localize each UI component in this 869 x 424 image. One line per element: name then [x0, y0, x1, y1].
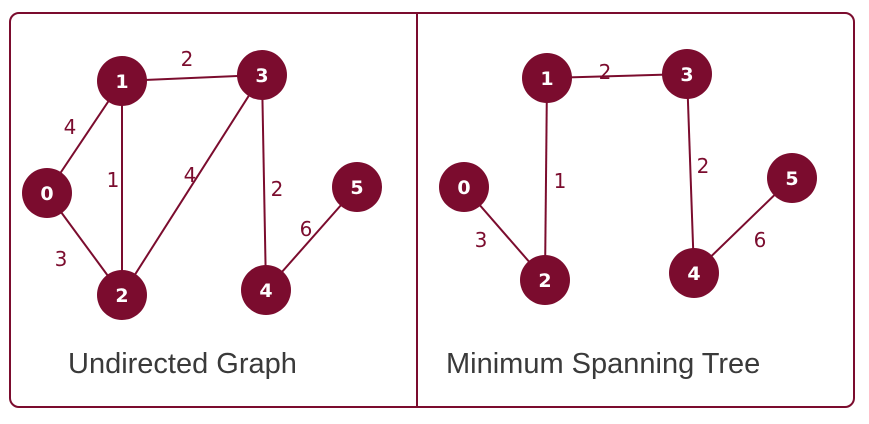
mst-node-label-2: 2 [538, 270, 551, 292]
mst-node-4 [669, 248, 719, 298]
panel-divider [416, 12, 418, 408]
mst-node-3 [662, 49, 712, 99]
undirected-edge-weight-1-2: 1 [107, 168, 120, 192]
undirected-edge-weight-2-3: 4 [184, 163, 197, 187]
undirected-edge-weight-0-1: 4 [64, 115, 77, 139]
mst-node-label-5: 5 [785, 168, 798, 190]
undirected-node-5 [332, 162, 382, 212]
undirected-edge-weight-4-5: 6 [300, 217, 313, 241]
undirected-edge-weight-0-2: 3 [55, 247, 68, 271]
undirected-node-1 [97, 56, 147, 106]
mst-edge-weight-4-5: 6 [754, 228, 767, 252]
undirected-node-label-0: 0 [40, 183, 53, 205]
mst-node-5 [767, 153, 817, 203]
mst-graph: 2 1 3 2 6 0 1 2 3 4 5 [439, 49, 817, 305]
undirected-node-label-4: 4 [259, 280, 272, 302]
undirected-node-label-5: 5 [350, 177, 363, 199]
undirected-node-label-2: 2 [115, 285, 128, 307]
undirected-node-label-3: 3 [255, 65, 268, 87]
mst-caption: Minimum Spanning Tree [446, 348, 761, 380]
undirected-edge-3-4 [261, 74, 267, 291]
mst-node-0 [439, 162, 489, 212]
undirected-node-label-1: 1 [115, 71, 128, 93]
mst-node-label-3: 3 [680, 64, 693, 86]
mst-edge-weight-1-3: 2 [599, 60, 612, 84]
mst-node-1 [522, 53, 572, 103]
mst-node-label-4: 4 [687, 263, 700, 285]
figure-frame [9, 12, 855, 408]
mst-edge-weight-3-4: 2 [697, 154, 710, 178]
mst-node-label-0: 0 [457, 177, 470, 199]
undirected-node-0 [22, 168, 72, 218]
mst-edge-3-4 [686, 73, 695, 274]
undirected-node-2 [97, 270, 147, 320]
undirected-node-3 [237, 50, 287, 100]
mst-edge-1-2 [544, 77, 548, 281]
undirected-node-4 [241, 265, 291, 315]
undirected-edge-2-3 [121, 74, 263, 296]
mst-edge-weight-0-2: 3 [475, 228, 488, 252]
mst-node-2 [520, 255, 570, 305]
mst-node-label-1: 1 [540, 68, 553, 90]
undirected-edge-weight-3-4: 2 [271, 177, 284, 201]
undirected-graph-caption: Undirected Graph [68, 348, 297, 380]
mst-edge-weight-1-2: 1 [554, 169, 567, 193]
undirected-edge-weight-1-3: 2 [181, 47, 194, 71]
